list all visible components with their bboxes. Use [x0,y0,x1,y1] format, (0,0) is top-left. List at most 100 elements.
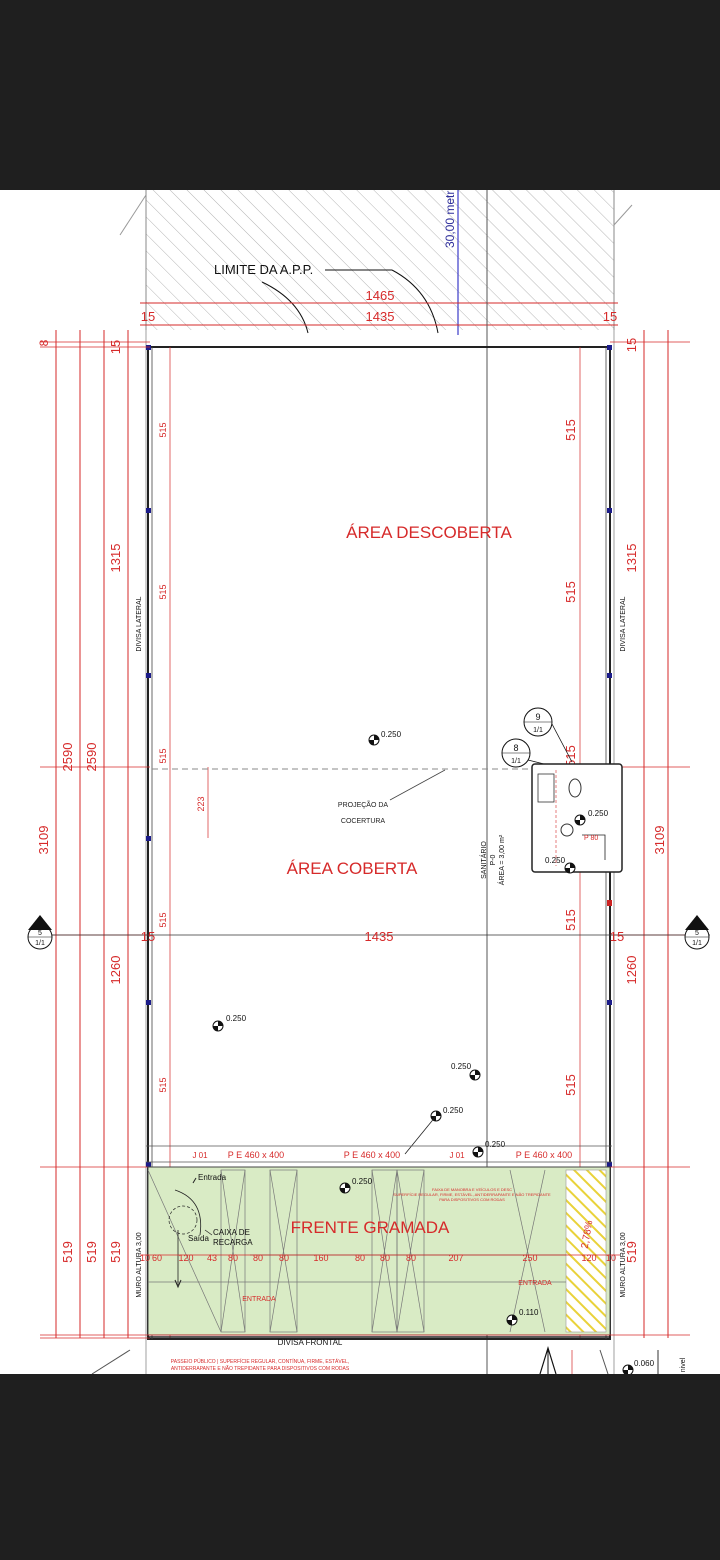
left-dim-1260: 1260 [108,956,123,985]
level-value: 0.250 [352,1177,373,1186]
section-5-right-sheet: 1/1 [692,940,702,947]
front-dim: 250 [522,1253,537,1263]
app-distance-label: 30,00 metr [443,191,457,248]
sanitary-door-label: P 80 [584,835,598,842]
opening-j01-b: J 01 [449,1151,465,1160]
section-marker-5-left: 5 1/1 [27,915,53,950]
level-value: 0.250 [443,1106,464,1115]
front-dim: 80 [406,1253,416,1263]
section-5-left-number: 5 [38,930,42,937]
right-dim-3109: 3109 [652,826,667,855]
right-dim-15: 15 [624,338,639,352]
inner-left-dim-b: 515 [158,584,168,599]
section-marker-5-right: 5 1/1 [684,915,710,950]
app-hatched-zone [146,190,614,330]
level-marker: 0.250 [545,856,576,874]
section-5-left-sheet: 1/1 [35,940,45,947]
level-marker: 0.250 [574,809,609,826]
projection-label-line2: COCERTURA [341,818,386,825]
front-dim: 120 [178,1253,193,1263]
inner-right-dim-d: 515 [563,909,578,931]
right-dim-1260: 1260 [624,956,639,985]
front-dim: 80 [253,1253,263,1263]
left-dim-519-b: 519 [84,1241,99,1263]
level-marker: 0.250 [212,1014,247,1032]
charge-entry-label: Entrada [198,1173,227,1182]
left-dim-519-c: 519 [108,1241,123,1263]
projection-label-line1: PROJEÇÃO DA [338,800,389,809]
front-boundary-label: DIVISA FRONTAL [278,1338,343,1347]
navigation-area [0,1374,720,1560]
area-covered-label: ÁREA COBERTA [287,859,418,878]
lawn-note-line1: FAIXA DE MANOBRA E VEÍCULOS E DESC [432,1187,512,1192]
front-dim: 43 [207,1253,217,1263]
inner-right-dim-c: 515 [563,745,578,767]
ramp-hatch [565,1169,607,1333]
left-dim-519-a: 519 [60,1241,75,1263]
left-dim-2590-b: 2590 [84,743,99,772]
left-lateral-label: DIVISA LATERAL [136,596,143,651]
front-dim: 60 [152,1253,162,1263]
section-marker-9: 9 1/1 [523,707,573,763]
front-dim: 80 [279,1253,289,1263]
entry-label-left: ENTRADA [242,1296,276,1303]
level-marker: 0.250 [472,1140,506,1158]
section-5-right-number: 5 [695,930,699,937]
top-dim-overall: 1465 [366,288,395,303]
entry-label-right: ENTRADA [518,1280,552,1287]
opening-j01-a: J 01 [192,1151,208,1160]
section-9-number: 9 [535,712,540,722]
top-dim-left-15: 15 [141,309,155,324]
section-8-number: 8 [513,743,518,753]
section-8-sheet: 1/1 [511,758,521,765]
level-marker: 0.250 [430,1106,464,1122]
left-dim-2590-a: 2590 [60,743,75,772]
left-dim-3109: 3109 [36,826,51,855]
inner-left-dim-f: 223 [196,796,206,811]
front-dim: 10 [140,1253,150,1263]
mid-dim-right-15: 15 [610,929,624,944]
opening-pe-1: P E 460 x 400 [228,1150,284,1160]
left-wall-label: MURO ALTURA 3,00 [136,1232,143,1297]
inner-right-dim-a: 515 [563,419,578,441]
lawn-note-line3: PARA DISPOSITIVOS COM RODAS [439,1197,505,1202]
level-value: 0.250 [226,1014,247,1023]
top-dim-inner: 1435 [366,309,395,324]
top-dim-right-15: 15 [603,309,617,324]
sidewalk-note-line2: ANTIDERRAPANTE E NÃO TREPIDANTE PARA DIS… [171,1365,350,1372]
section-9-sheet: 1/1 [533,727,543,734]
front-dim: 80 [380,1253,390,1263]
inner-right-dim-e: 515 [563,1074,578,1096]
lawn-note-line2: SUPERFÍCIE REGULAR, FIRME, ESTÁVEL, ANTI… [393,1192,551,1197]
level-marker: 0.250 [451,1062,481,1081]
floor-plan: 30,00 metr LIMITE DA A.P.P. 1465 1435 15… [0,190,720,1374]
level-marker: 0.250 [368,730,402,746]
inner-left-dim-e: 515 [158,1077,168,1092]
inner-left-dim-d: 515 [158,912,168,927]
mid-dim-inner: 1435 [365,929,394,944]
front-dim: 80 [228,1253,238,1263]
level-marker: 0.060 [622,1359,655,1374]
right-dim-1315: 1315 [624,544,639,573]
corner-label: nivel [680,1357,687,1372]
level-value: 0.250 [381,730,402,739]
mid-dim-left-15: 15 [141,929,155,944]
charge-box-line1: CAIXA DE [213,1228,250,1237]
level-marker: 0.250 [339,1177,373,1194]
level-value: 0.060 [634,1359,655,1368]
front-dim: 10 [606,1253,616,1263]
status-bar-area [0,0,720,190]
area-lawn-label: FRENTE GRAMADA [291,1218,450,1237]
app-limit-label: LIMITE DA A.P.P. [214,262,313,277]
left-dim-1315: 1315 [108,544,123,573]
floor-plan-drawing: 30,00 metr LIMITE DA A.P.P. 1465 1435 15… [27,190,720,1374]
charge-exit-label: Saída [188,1234,209,1243]
front-dim: 80 [355,1253,365,1263]
sidewalk-note-line1: PASSEIO PÚBLICO | SUPERFÍCIE REGULAR, CO… [171,1358,349,1365]
charging-station: Entrada Saída CAIXA DE RECARGA [168,1173,253,1289]
level-value: 0.250 [451,1062,472,1071]
level-marker: 0.110 [506,1308,539,1326]
front-dim: 120 [581,1253,596,1263]
left-dim-8: 8 [37,339,51,346]
opening-pe-2: P E 460 x 400 [344,1150,400,1160]
